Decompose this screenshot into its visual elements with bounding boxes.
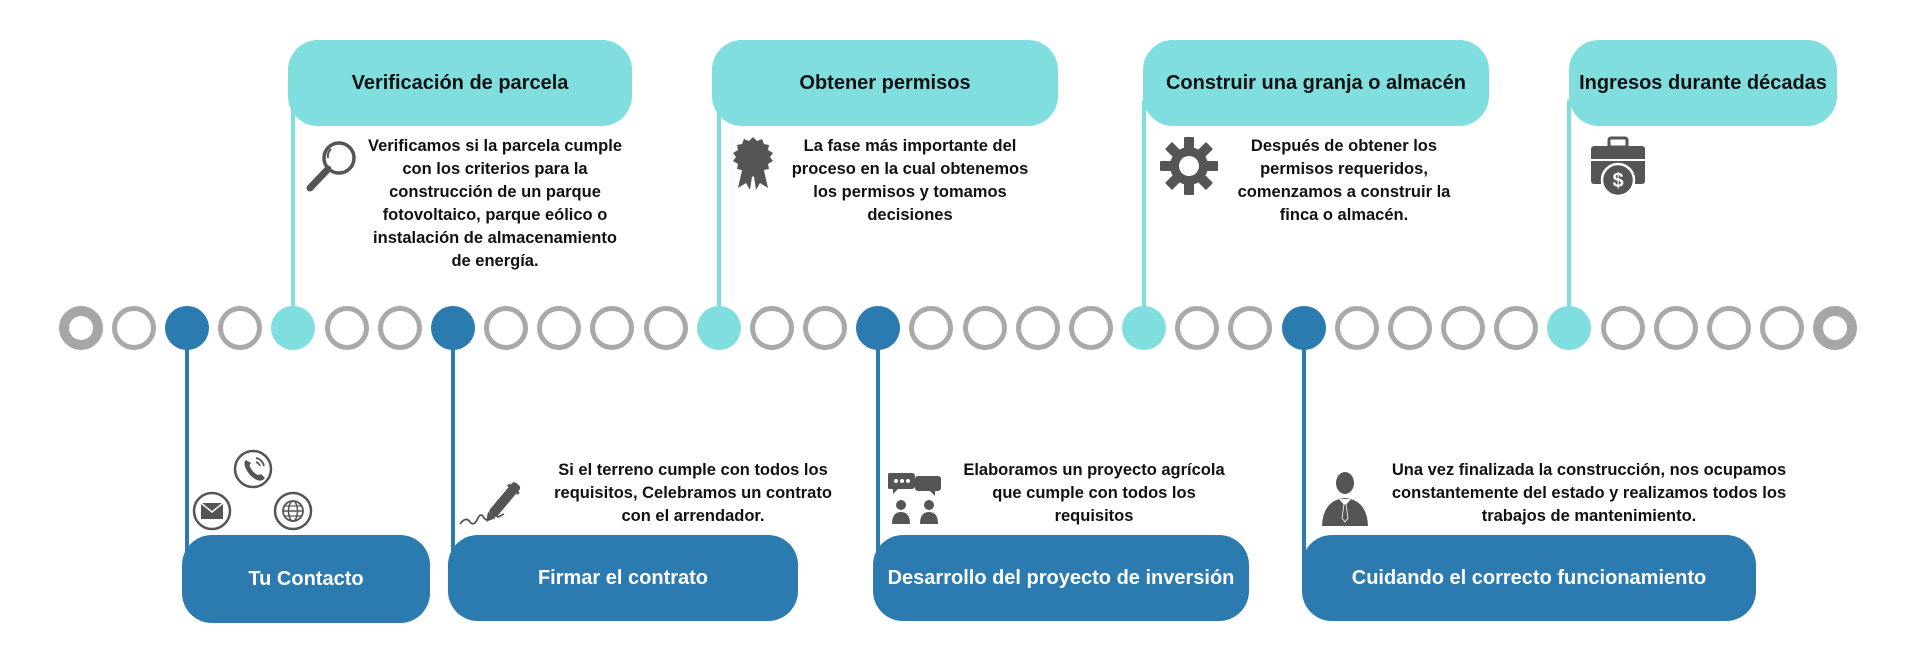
timeline-dot (803, 306, 847, 350)
connector-line (185, 346, 189, 566)
magnifier-icon (306, 141, 356, 192)
timeline-dot (1388, 306, 1432, 350)
timeline-dot (1228, 306, 1272, 350)
connector-line (291, 100, 295, 310)
step-title-ingresos: Ingresos durante décadas (1569, 40, 1837, 126)
connector-line (717, 100, 721, 310)
step-description-permisos: La fase más importante del proceso en la… (791, 137, 1029, 224)
timeline-milestone-dot (1122, 306, 1166, 350)
timeline-start-dot (59, 306, 103, 350)
timeline-end-dot (1813, 306, 1857, 350)
step-description-construir: Después de obtener los permisos requerid… (1237, 137, 1451, 224)
step-title-firmar: Firmar el contrato (448, 535, 798, 621)
timeline-dot (590, 306, 634, 350)
phone-icon (233, 449, 273, 489)
connector-line (1302, 346, 1306, 566)
globe-icon (273, 491, 313, 531)
step-title-construir: Construir una granja o almacén (1143, 40, 1489, 126)
gear-icon (1160, 137, 1218, 195)
step-title-contacto: Tu Contacto (182, 535, 430, 623)
step-title-verificacion: Verificación de parcela (288, 40, 632, 126)
timeline-milestone-dot (697, 306, 741, 350)
step-description-desarrollo: Elaboramos un proyecto agrícola que cump… (963, 461, 1225, 525)
connector-line (1567, 100, 1571, 310)
timeline-dot (1760, 306, 1804, 350)
timeline-dot (644, 306, 688, 350)
step-description-verificacion: Verificamos si la parcela cumple con los… (367, 137, 623, 270)
step-title-cuidando: Cuidando el correcto funcionamiento (1302, 535, 1756, 621)
timeline-dot (1494, 306, 1538, 350)
connector-line (876, 346, 880, 566)
timeline-dot (325, 306, 369, 350)
timeline-milestone-dot (856, 306, 900, 350)
timeline-dot (1654, 306, 1698, 350)
mail-icon (192, 491, 232, 531)
connector-line (451, 346, 455, 566)
timeline-milestone-dot (1282, 306, 1326, 350)
timeline-dot (378, 306, 422, 350)
step-description-firmar: Si el terreno cumple con todos los requi… (554, 461, 832, 525)
timeline-dot (750, 306, 794, 350)
timeline-dot (1175, 306, 1219, 350)
step-title-permisos: Obtener permisos (712, 40, 1058, 126)
timeline-dot (1335, 306, 1379, 350)
award-ribbon-icon (733, 137, 773, 190)
money-briefcase-icon: $ (1591, 136, 1645, 198)
timeline-dot (909, 306, 953, 350)
pen-signature-icon (459, 482, 521, 525)
timeline-dot (1069, 306, 1113, 350)
timeline-milestone-dot (165, 306, 209, 350)
timeline-dot (963, 306, 1007, 350)
step-title-desarrollo: Desarrollo del proyecto de inversión (873, 535, 1249, 621)
svg-text:$: $ (1612, 170, 1623, 192)
connector-line (1142, 100, 1146, 310)
timeline-dot (1601, 306, 1645, 350)
timeline-dot (484, 306, 528, 350)
businessman-icon (1322, 472, 1368, 526)
timeline-dot (112, 306, 156, 350)
step-description-cuidando: Una vez finalizada la construcción, nos … (1391, 461, 1787, 525)
timeline-milestone-dot (431, 306, 475, 350)
timeline-dot (1707, 306, 1751, 350)
timeline-milestone-dot (1547, 306, 1591, 350)
timeline-dot (1441, 306, 1485, 350)
people-chat-icon (888, 473, 941, 524)
timeline-milestone-dot (271, 306, 315, 350)
timeline-dot (1016, 306, 1060, 350)
timeline-dot (537, 306, 581, 350)
timeline-dot (218, 306, 262, 350)
contact-icons (192, 449, 313, 531)
